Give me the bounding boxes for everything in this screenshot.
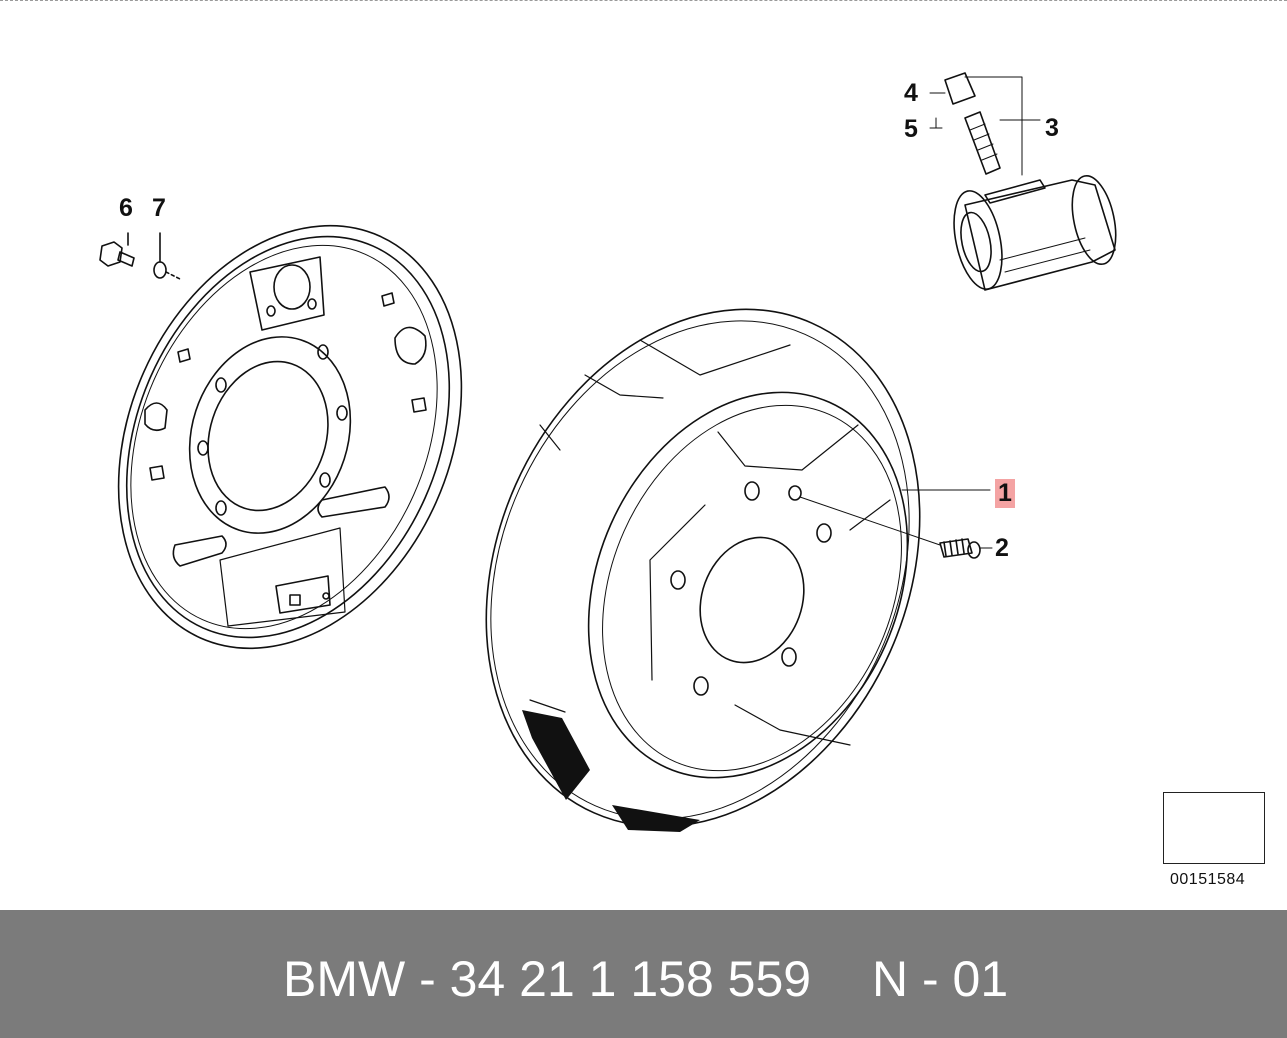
callout-2[interactable]: 2	[995, 534, 1009, 562]
brake-backing-plate	[117, 224, 463, 650]
callout-3[interactable]: 3	[1045, 114, 1059, 142]
part-number: BMW - 34 21 1 158 559	[283, 951, 812, 1007]
callout-7[interactable]: 7	[152, 194, 166, 222]
brake-drum	[485, 308, 991, 832]
bolt-6	[99, 232, 135, 267]
callout-1[interactable]: 1	[995, 479, 1015, 508]
diagram-position: N - 01	[872, 951, 1009, 1007]
screw-2	[799, 496, 993, 559]
washer-7	[153, 232, 181, 280]
top-border	[0, 0, 1287, 2]
brake-parts-diagram	[99, 72, 1253, 857]
wheel-cylinder	[929, 72, 1117, 291]
footer-bar: BMW - 34 21 1 158 559 N - 01	[0, 910, 1287, 1038]
callout-5[interactable]: 5	[904, 115, 918, 143]
diagram-reference-code: 00151584	[1170, 871, 1246, 888]
callout-6[interactable]: 6	[119, 194, 133, 222]
navigation-button[interactable]	[1163, 792, 1265, 864]
callout-4[interactable]: 4	[904, 79, 918, 107]
